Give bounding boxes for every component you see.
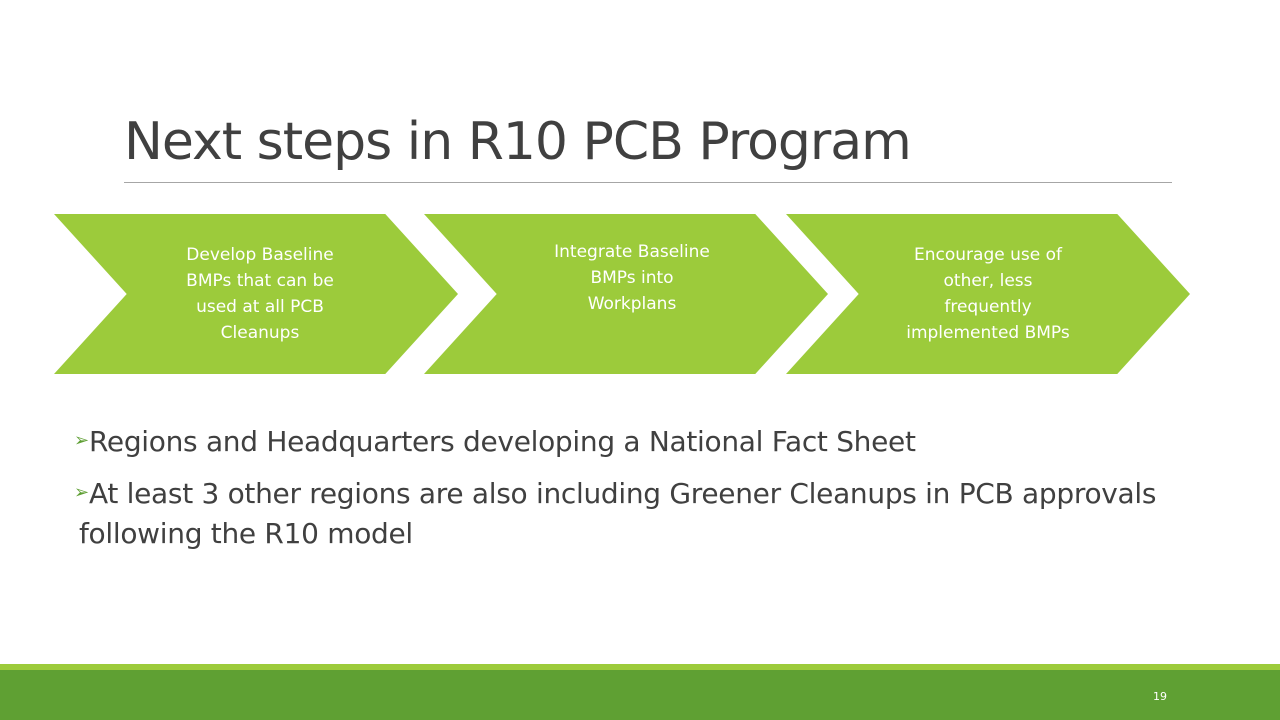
process-step-2: Integrate Baseline BMPs into Workplans (424, 214, 828, 374)
bullet-item: ➢ At least 3 other regions are also incl… (74, 474, 1174, 554)
bullet-item: ➢ Regions and Headquarters developing a … (74, 422, 1174, 462)
process-step-1: Develop Baseline BMPs that can be used a… (54, 214, 458, 374)
footer-bar (0, 670, 1280, 720)
footer-accent-bar (0, 664, 1280, 670)
arrow-bullet-icon: ➢ (74, 482, 89, 503)
bullet-text: Regions and Headquarters developing a Na… (89, 425, 916, 458)
process-step-label: Encourage use of other, less frequently … (906, 245, 1070, 343)
slide-title: Next steps in R10 PCB Program (124, 112, 912, 172)
arrow-bullet-icon: ➢ (74, 430, 89, 451)
process-step-label: Integrate Baseline BMPs into Workplans (554, 242, 710, 314)
page-number: 19 (1153, 690, 1167, 703)
bullet-text: At least 3 other regions are also includ… (79, 477, 1157, 550)
process-step-3: Encourage use of other, less frequently … (786, 214, 1190, 374)
title-divider (124, 182, 1172, 183)
bullet-list: ➢ Regions and Headquarters developing a … (74, 422, 1174, 566)
process-step-label: Develop Baseline BMPs that can be used a… (186, 245, 334, 343)
